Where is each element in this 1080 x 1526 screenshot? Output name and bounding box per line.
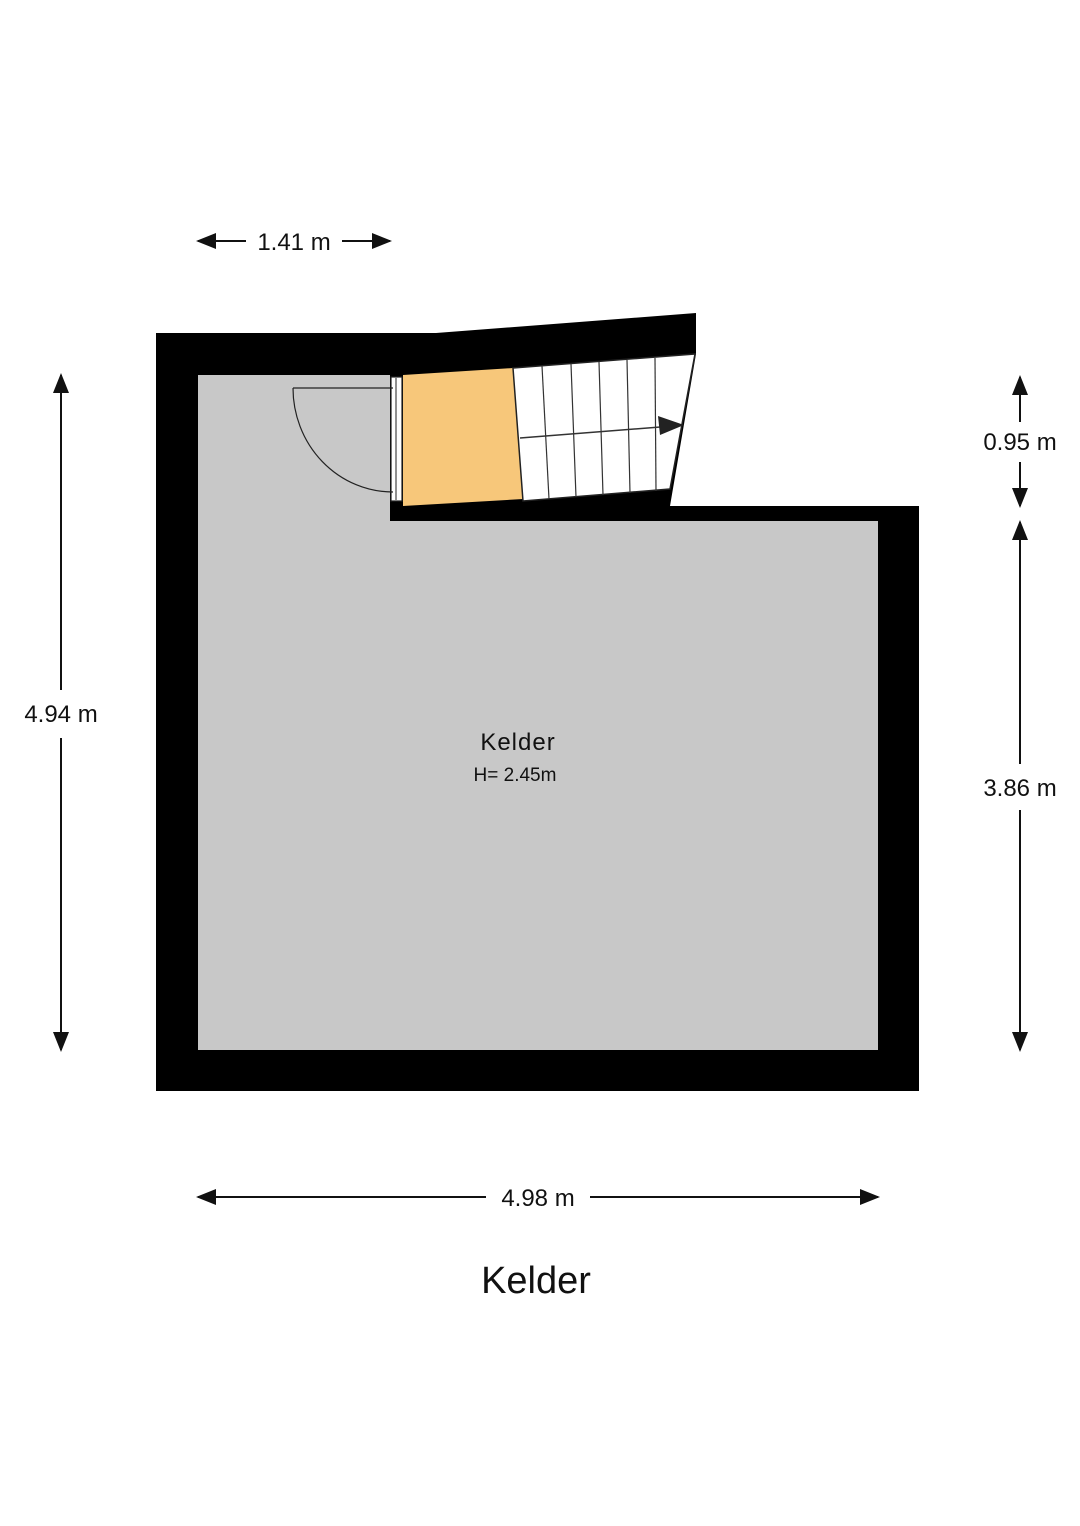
dimension-right-upper: 0.95 m — [983, 375, 1057, 508]
room-height: H= 2.45m — [474, 765, 557, 786]
room-name: Kelder — [480, 729, 555, 756]
door-swing-arc — [292, 387, 394, 493]
dimension-right-lower: 3.86 m — [983, 520, 1057, 1052]
floor-title: Kelder — [481, 1260, 591, 1302]
dimension-top-label: 1.41 m — [257, 229, 330, 256]
staircase — [512, 353, 696, 502]
stair-landing — [403, 368, 523, 506]
dimension-right-lower-label: 3.86 m — [983, 775, 1056, 802]
dimension-top: 1.41 m — [196, 229, 392, 256]
dimension-bottom: 4.98 m — [196, 1185, 880, 1212]
dimension-right-upper-label: 0.95 m — [983, 429, 1056, 456]
door — [292, 376, 403, 502]
room-floor — [198, 375, 878, 1050]
dimension-left-label: 4.94 m — [24, 701, 97, 728]
dimension-left: 4.94 m — [24, 373, 98, 1052]
dimension-bottom-label: 4.98 m — [501, 1185, 574, 1212]
stair-direction-arrow-icon — [658, 416, 684, 435]
